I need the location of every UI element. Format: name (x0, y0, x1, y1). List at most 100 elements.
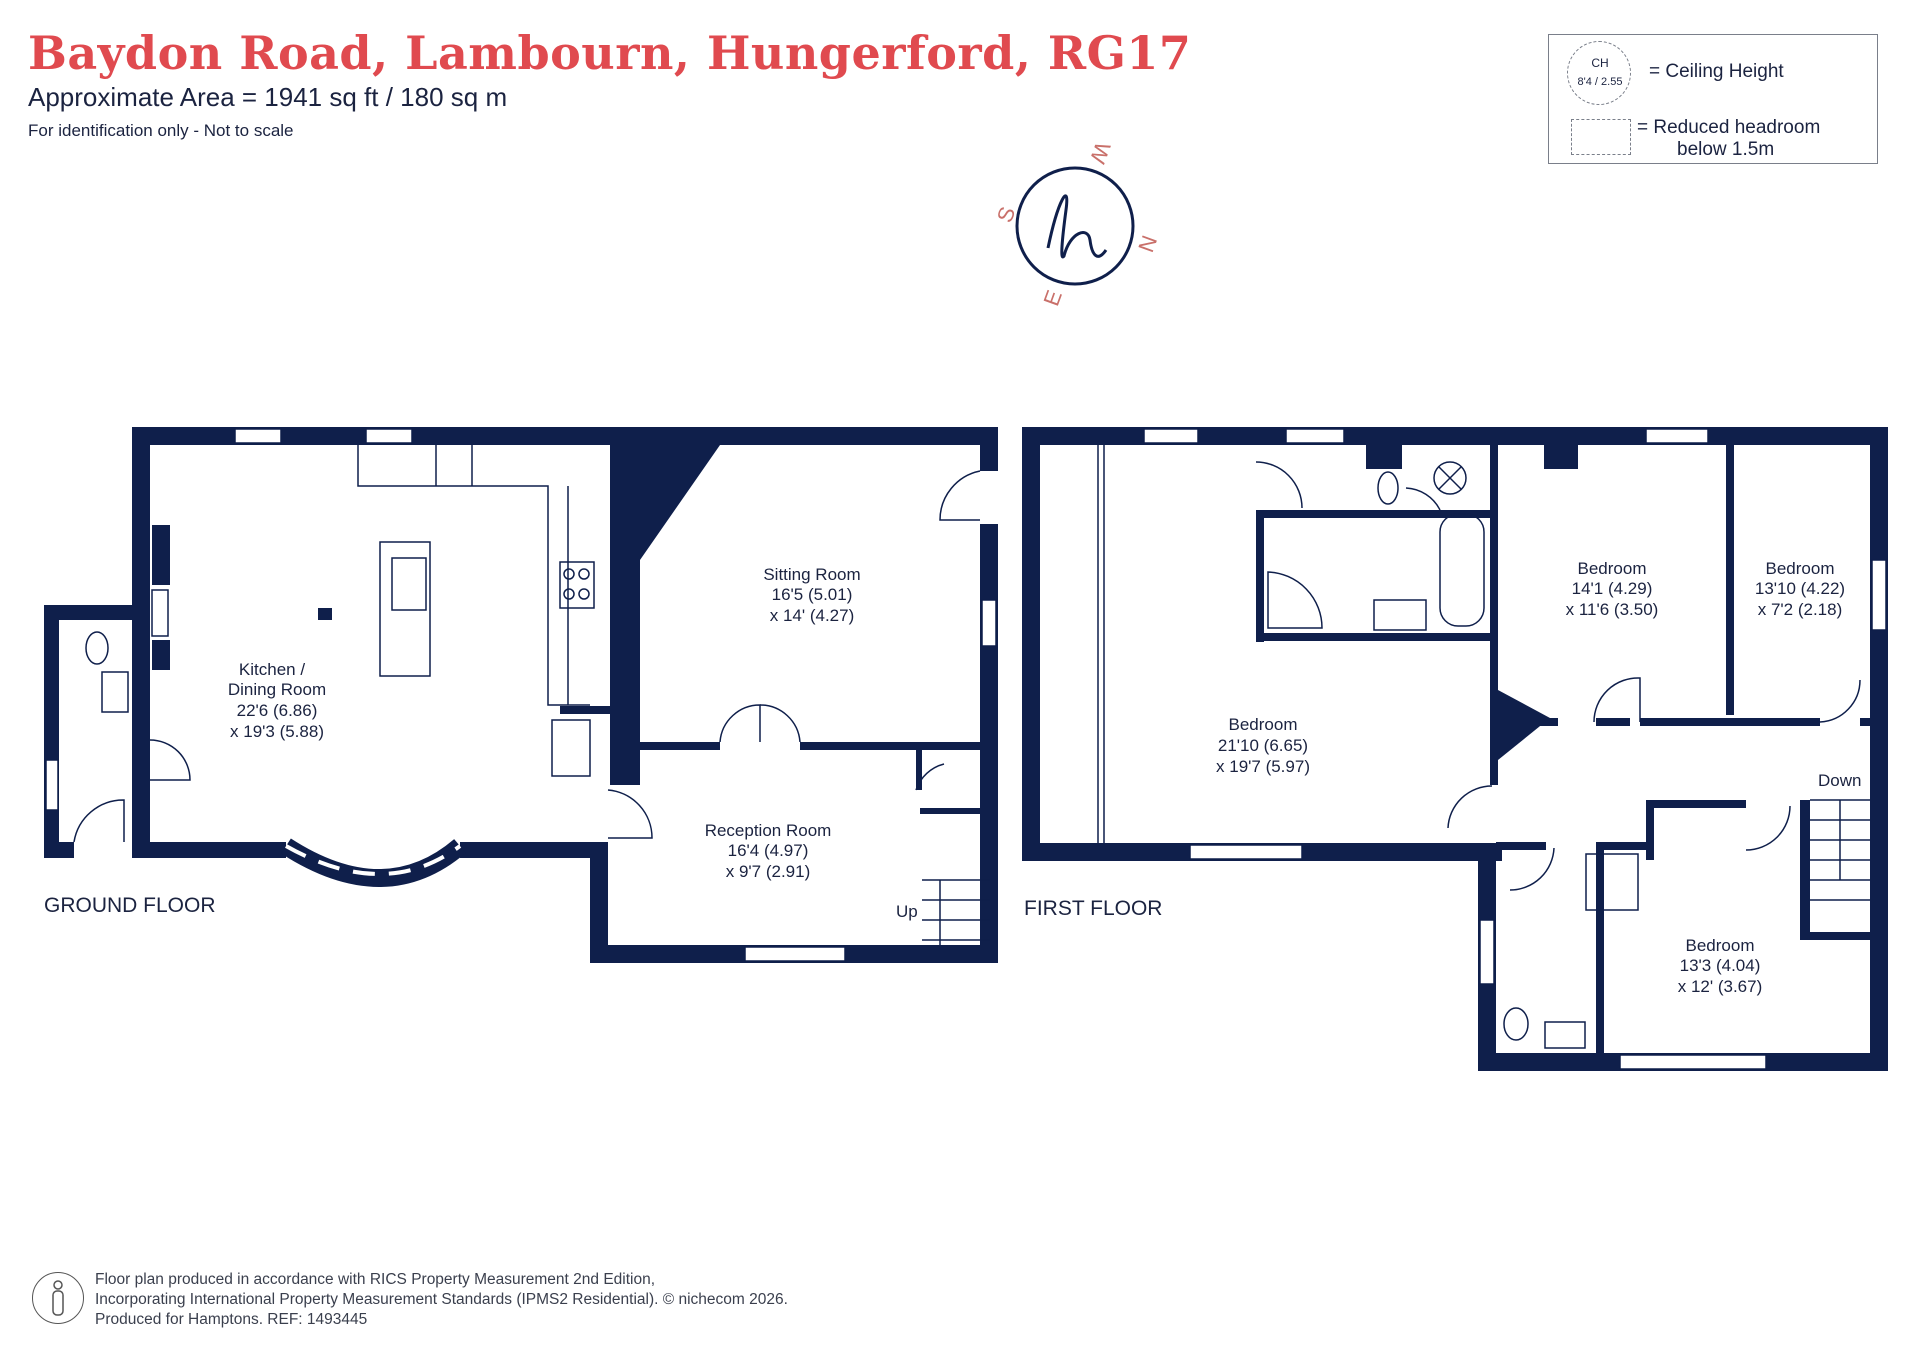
door-swing (149, 739, 191, 781)
chimney (1544, 445, 1578, 469)
wall (800, 742, 990, 750)
window (45, 759, 59, 811)
wall (1860, 718, 1872, 726)
window (1871, 559, 1887, 631)
bedroom-3-dim-1: 13'10 (4.22) (1755, 579, 1845, 598)
compass-s: S (992, 203, 1021, 225)
toilet-icon (1377, 471, 1399, 505)
property-title: Baydon Road, Lambourn, Hungerford, RG17 (28, 26, 1192, 80)
compass-e: E (1038, 287, 1067, 309)
door-swing (719, 704, 761, 743)
window (234, 428, 282, 444)
legend-ceiling-height: = Ceiling Height (1649, 61, 1784, 82)
wall (980, 427, 998, 471)
reception-dim-1: 16'4 (4.97) (728, 841, 809, 860)
kitchen-name-1: Kitchen / (239, 660, 305, 679)
door-swing (1593, 677, 1641, 723)
wall (152, 640, 170, 670)
ground-floor-plan (44, 427, 998, 963)
kitchen-counter (357, 445, 590, 706)
compass-logo-icon (1046, 194, 1108, 259)
cupboard (551, 719, 591, 777)
ch-label: CH (1591, 56, 1609, 70)
bedroom-2-name: Bedroom (1578, 559, 1647, 578)
wall (1256, 510, 1264, 642)
stairs-down-label: Down (1818, 771, 1861, 790)
wall (1596, 842, 1650, 850)
window (1189, 844, 1303, 860)
wall (560, 706, 610, 714)
wall (1596, 718, 1630, 726)
wall (1646, 800, 1654, 860)
person-scale-icon (32, 1272, 84, 1324)
kitchen-column (318, 608, 332, 620)
door-swing (607, 789, 653, 839)
wall (132, 427, 150, 857)
sitting-dim-1: 16'5 (5.01) (772, 585, 853, 604)
basin-icon (1544, 1021, 1586, 1049)
legend-box: CH 8'4 / 2.55 = Ceiling Height = Reduced… (1548, 34, 1878, 164)
wall (152, 525, 170, 585)
bedroom-3-name: Bedroom (1766, 559, 1835, 578)
window (1479, 919, 1495, 985)
wall (920, 808, 990, 814)
chimney (1366, 445, 1402, 469)
footer-line-3: Produced for Hamptons. REF: 1493445 (95, 1311, 368, 1328)
bedroom-3-dim-2: x 7'2 (2.18) (1758, 600, 1843, 619)
first-floor-fixtures (1097, 428, 1887, 1070)
bedroom-2-dim-2: x 11'6 (3.50) (1566, 600, 1659, 619)
door-swing (1819, 679, 1861, 723)
wall (132, 427, 998, 445)
wall (1800, 800, 1810, 940)
hob-ring (563, 568, 575, 580)
door-swing (73, 799, 125, 843)
bedroom-2-dim-1: 14'1 (4.29) (1572, 579, 1653, 598)
hob-ring (563, 588, 575, 600)
wall (1256, 633, 1498, 641)
legend-reduced-headroom-2: below 1.5m (1677, 139, 1775, 160)
wall (44, 842, 74, 858)
window (981, 599, 997, 647)
towel-rail-icon (1433, 461, 1467, 495)
ground-floor-label: GROUND FLOOR (44, 894, 216, 917)
sink-icon (391, 557, 427, 611)
sitting-name: Sitting Room (763, 565, 860, 584)
first-floor-label: FIRST FLOOR (1024, 897, 1162, 920)
ch-value: 8'4 / 2.55 (1577, 76, 1623, 88)
hob-ring (578, 568, 590, 580)
towel-rail-icon (1438, 466, 1462, 490)
footer-line-2: Incorporating International Property Mea… (95, 1291, 788, 1308)
toilet-icon (1503, 1007, 1529, 1041)
window (1143, 428, 1199, 444)
door-swing (939, 470, 981, 521)
door-swing (759, 704, 801, 743)
hob-ring (578, 588, 590, 600)
window (1645, 428, 1709, 444)
wall (1490, 445, 1498, 785)
toilet-icon (85, 631, 109, 665)
wall (44, 605, 59, 857)
sitting-dim-2: x 14' (4.27) (770, 606, 855, 625)
wall (1596, 842, 1604, 1053)
wall (916, 750, 922, 790)
bay-window-glazing (285, 844, 462, 876)
wall (590, 842, 608, 962)
wall (1800, 932, 1872, 940)
hob-icon (559, 561, 595, 609)
wall (1496, 842, 1546, 850)
compass-n: N (1133, 232, 1162, 255)
ceiling-height-symbol: CH 8'4 / 2.55 (1567, 41, 1631, 105)
footer-credits: Floor plan produced in accordance with R… (95, 1270, 788, 1330)
wall (132, 842, 286, 858)
stairs (1810, 799, 1870, 901)
bedroom-4-name: Bedroom (1686, 936, 1755, 955)
door-swing (1745, 805, 1791, 851)
wall (1726, 445, 1734, 715)
compass-w: W (1085, 139, 1116, 167)
bedroom-4-dim-2: x 12' (3.67) (1678, 977, 1763, 996)
wall (1650, 800, 1746, 808)
identification-note: For identification only - Not to scale (28, 121, 294, 140)
bedroom-main-name: Bedroom (1229, 715, 1298, 734)
wall (1022, 427, 1040, 861)
basin-icon (1373, 599, 1427, 631)
